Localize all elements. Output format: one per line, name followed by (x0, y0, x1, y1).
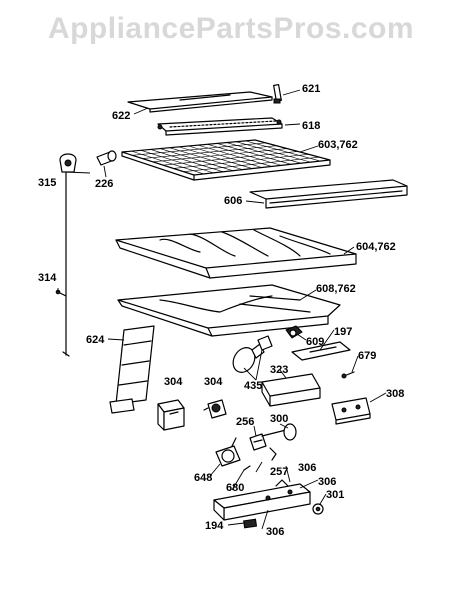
part-622-cover[interactable] (127, 91, 273, 113)
callout-609[interactable]: 609 (306, 336, 325, 348)
callout-621[interactable]: 621 (302, 83, 321, 95)
callout-604-762[interactable]: 604,762 (356, 241, 396, 253)
part-300-control[interactable] (261, 423, 297, 461)
callout-624[interactable]: 624 (86, 334, 105, 346)
callout-680[interactable]: 680 (226, 482, 245, 494)
callout-315[interactable]: 315 (38, 177, 57, 189)
callout-306-top[interactable]: 306 (298, 462, 317, 474)
callout-608-762[interactable]: 608,762 (316, 283, 356, 295)
callout-301[interactable]: 301 (326, 489, 345, 501)
part-609-knob[interactable] (285, 325, 303, 339)
part-323-housing[interactable] (261, 373, 321, 407)
part-256-connector[interactable] (249, 433, 267, 451)
part-315-rod[interactable] (59, 153, 77, 357)
callout-435[interactable]: 435 (244, 380, 263, 392)
callout-197[interactable]: 197 (334, 326, 353, 338)
callout-226[interactable]: 226 (95, 178, 114, 190)
callout-304-left[interactable]: 304 (164, 376, 183, 388)
part-618-trim[interactable] (157, 117, 283, 136)
part-606-front-trim[interactable] (249, 179, 408, 209)
part-194-clip[interactable] (243, 518, 258, 529)
callout-257[interactable]: 257 (270, 466, 289, 478)
callout-194[interactable]: 194 (205, 520, 224, 532)
leader-lines (57, 89, 387, 530)
callout-606[interactable]: 606 (224, 195, 243, 207)
part-435-bulb[interactable] (229, 335, 273, 376)
callout-323[interactable]: 323 (270, 364, 289, 376)
part-608-cover[interactable] (117, 284, 341, 337)
part-604-cover[interactable] (115, 227, 357, 279)
part-624-panel[interactable] (109, 325, 155, 414)
callout-618[interactable]: 618 (302, 120, 321, 132)
part-648-thermostat[interactable] (215, 437, 241, 467)
part-197-bracket[interactable] (291, 341, 351, 361)
callout-306-right[interactable]: 306 (318, 476, 337, 488)
part-621-clip[interactable] (273, 84, 282, 104)
callout-304-right[interactable]: 304 (204, 376, 223, 388)
part-603-shelf[interactable] (121, 139, 331, 181)
callout-603-762[interactable]: 603,762 (318, 139, 358, 151)
watermark-logo: AppliancePartsPros.com (47, 12, 415, 45)
callout-622[interactable]: 622 (112, 110, 131, 122)
part-679-screw[interactable] (341, 371, 355, 379)
callout-648[interactable]: 648 (194, 472, 213, 484)
callout-256[interactable]: 256 (236, 416, 255, 428)
callout-679[interactable]: 679 (358, 350, 377, 362)
part-308-bracket[interactable] (331, 397, 371, 425)
callout-308[interactable]: 308 (386, 388, 405, 400)
callout-314[interactable]: 314 (38, 272, 57, 284)
part-301-nut[interactable] (312, 503, 324, 515)
part-226-pin[interactable] (96, 150, 117, 166)
part-306-housing[interactable] (213, 479, 311, 521)
callout-300[interactable]: 300 (270, 413, 289, 425)
part-680-screw[interactable] (243, 465, 251, 471)
part-304-knob-right[interactable] (203, 399, 227, 419)
part-304-block-left[interactable] (157, 399, 185, 431)
callout-306-bottom[interactable]: 306 (266, 526, 285, 538)
